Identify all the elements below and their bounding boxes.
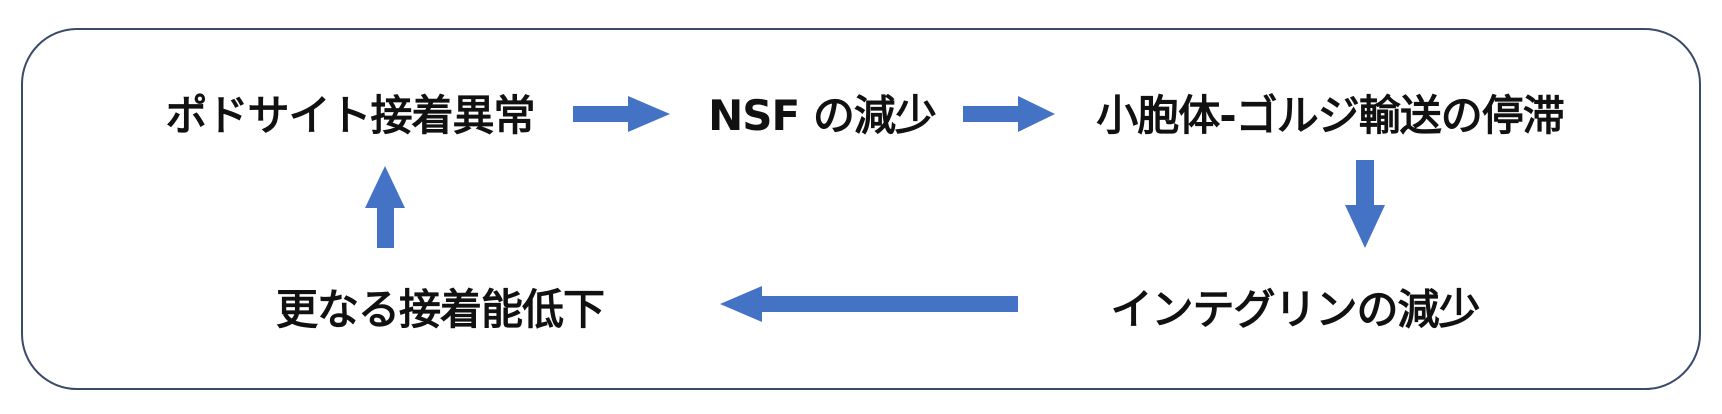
node-nsf-decrease: NSF の減少: [708, 91, 937, 140]
arrow-right-icon: [963, 96, 1055, 132]
node-podocyte-adhesion-abnormality: ポドサイト接着異常: [165, 91, 535, 140]
arrow-up-icon: [365, 166, 405, 248]
arrow-right-icon: [573, 96, 670, 132]
node-integrin-decrease: インテグリンの減少: [1110, 285, 1480, 334]
diagram-frame: [21, 28, 1701, 390]
node-er-golgi-transport-stagnation: 小胞体-ゴルジ輸送の停滞: [1096, 91, 1564, 140]
arrow-left-icon: [720, 286, 1018, 322]
arrow-down-icon: [1345, 160, 1385, 248]
node-further-adhesion-decline: 更なる接着能低下: [275, 285, 605, 334]
